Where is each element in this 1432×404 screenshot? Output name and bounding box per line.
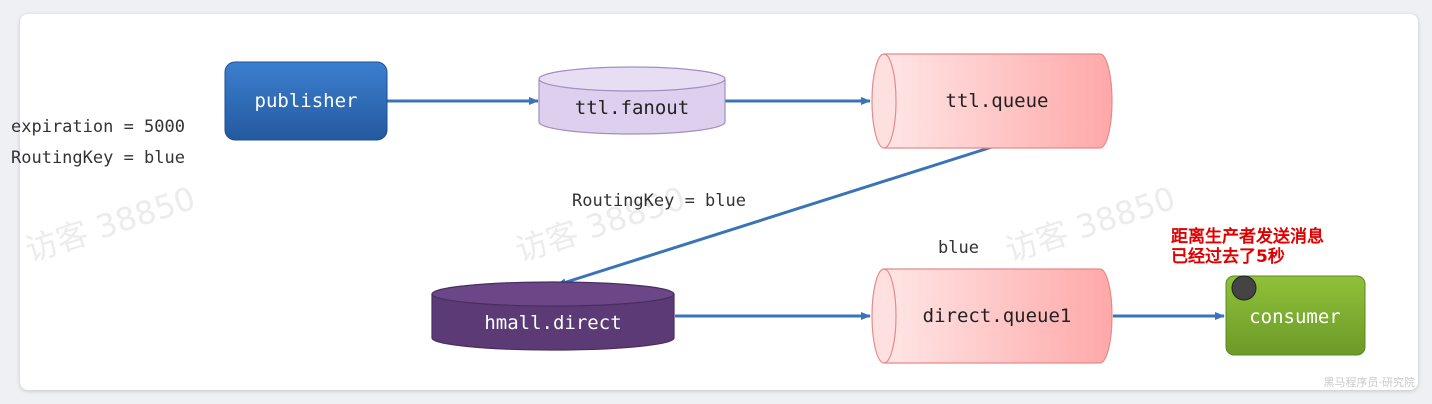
direct-queue1-label: direct.queue1: [923, 305, 1072, 327]
arrow-ttl-queue-to-direct: [556, 145, 993, 287]
delay-note-line2: 已经过去了5秒: [1171, 246, 1285, 267]
expiration-label: expiration = 5000: [11, 117, 185, 137]
message-dot-icon: [1231, 275, 1257, 301]
direct-queue1-node[interactable]: direct.queue1: [871, 268, 1113, 364]
hmall-direct-label: hmall.direct: [484, 312, 621, 334]
publisher-node[interactable]: publisher: [224, 61, 388, 141]
ttl-queue-label: ttl.queue: [946, 90, 1049, 112]
routing-key-mid-label: RoutingKey = blue: [572, 191, 746, 211]
consumer-node[interactable]: consumer: [1225, 275, 1366, 356]
publisher-label: publisher: [255, 90, 358, 112]
arrows: [387, 97, 1225, 320]
ttl-queue-node[interactable]: ttl.queue: [871, 53, 1113, 149]
watermark-text: 访客 38850: [21, 179, 200, 270]
delay-note-line1: 距离生产者发送消息: [1171, 226, 1324, 247]
footer-watermark: 黑马程序员·研究院: [1324, 375, 1416, 389]
binding-key-label: blue: [938, 238, 979, 258]
ttl-fanout-label: ttl.fanout: [575, 97, 689, 119]
ttl-fanout-exchange[interactable]: ttl.fanout: [538, 66, 726, 135]
routing-key-left-label: RoutingKey = blue: [11, 148, 185, 168]
consumer-label: consumer: [1249, 306, 1341, 328]
watermark-text: 访客 38850: [1001, 179, 1180, 270]
hmall-direct-exchange[interactable]: hmall.direct: [431, 281, 675, 351]
